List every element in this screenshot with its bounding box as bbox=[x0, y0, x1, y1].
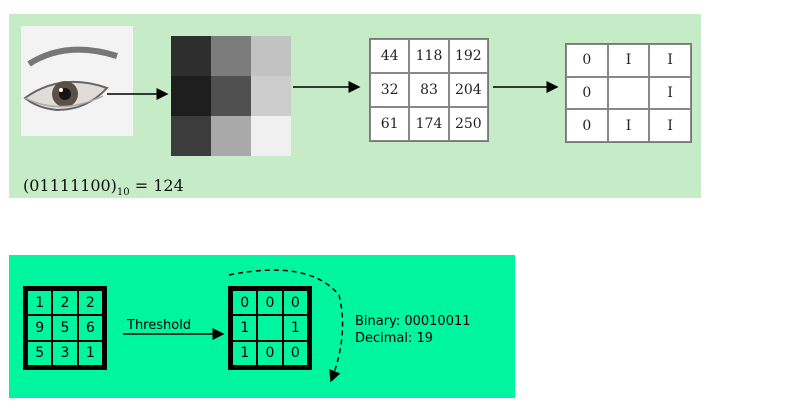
binary-cell: 0 bbox=[566, 109, 608, 142]
output-cell: 0 bbox=[233, 291, 257, 315]
gray-pixel bbox=[251, 116, 291, 156]
formula-subscript: 10 bbox=[116, 187, 130, 199]
input-cell: 1 bbox=[78, 341, 102, 365]
eye-photo bbox=[21, 26, 133, 136]
formula-result: = 124 bbox=[129, 176, 184, 195]
input-cell: 5 bbox=[28, 341, 52, 365]
gray-pixel bbox=[251, 76, 291, 116]
input-cell: 2 bbox=[78, 291, 102, 315]
binary-cell: I bbox=[649, 44, 691, 77]
output-cell: 0 bbox=[258, 341, 282, 365]
intensity-cell: 118 bbox=[409, 39, 449, 73]
input-cell: 6 bbox=[78, 316, 102, 340]
gray-pixel bbox=[251, 36, 291, 76]
binary-cell bbox=[607, 76, 650, 110]
intensity-cell: 204 bbox=[448, 73, 488, 107]
output-cell: 1 bbox=[283, 316, 307, 340]
input-cell: 1 bbox=[28, 291, 52, 315]
gray-pixel bbox=[211, 76, 251, 116]
output-cell: 0 bbox=[258, 291, 282, 315]
gray-pixel bbox=[171, 116, 211, 156]
output-cell: 0 bbox=[283, 341, 307, 365]
decimal-text: Decimal: 19 bbox=[355, 331, 434, 346]
input-cell: 9 bbox=[28, 316, 52, 340]
binary-cell: I bbox=[607, 44, 650, 77]
bottom-arrows bbox=[123, 269, 344, 383]
binary-cell: I bbox=[649, 76, 691, 110]
intensity-cell: 192 bbox=[448, 39, 488, 73]
intensity-cell: 83 bbox=[409, 73, 449, 107]
binary-cell: I bbox=[607, 109, 650, 142]
intensity-cell: 250 bbox=[448, 107, 488, 141]
gray-pixel bbox=[171, 36, 211, 76]
grayscale-patch bbox=[171, 36, 291, 156]
input-cell: 5 bbox=[53, 316, 77, 340]
input-cell: 3 bbox=[53, 341, 77, 365]
input-cell: 2 bbox=[53, 291, 77, 315]
output-cell: 1 bbox=[233, 341, 257, 365]
binary-text: Binary: 00010011 bbox=[355, 314, 471, 329]
lbp-formula: (01111100)10 = 124 bbox=[23, 176, 184, 198]
intensity-cell: 32 bbox=[370, 73, 410, 107]
intensity-cell: 44 bbox=[370, 39, 410, 73]
output-cell: 0 bbox=[283, 291, 307, 315]
output-cell bbox=[258, 316, 282, 340]
read-order-arrow bbox=[228, 269, 344, 383]
result-text: Binary: 00010011 Decimal: 19 bbox=[355, 313, 471, 347]
top-arrows bbox=[107, 81, 559, 100]
formula-base: (01111100) bbox=[23, 176, 117, 195]
binary-cell: 0 bbox=[566, 44, 608, 77]
gray-pixel bbox=[171, 76, 211, 116]
binary-cell: 0 bbox=[566, 76, 608, 110]
binary-cell: I bbox=[649, 109, 691, 142]
intensity-cell: 174 bbox=[409, 107, 449, 141]
gray-pixel bbox=[211, 36, 251, 76]
output-cell: 1 bbox=[233, 316, 257, 340]
gray-pixel bbox=[211, 116, 251, 156]
threshold-label: Threshold bbox=[127, 318, 192, 333]
intensity-cell: 61 bbox=[370, 107, 410, 141]
